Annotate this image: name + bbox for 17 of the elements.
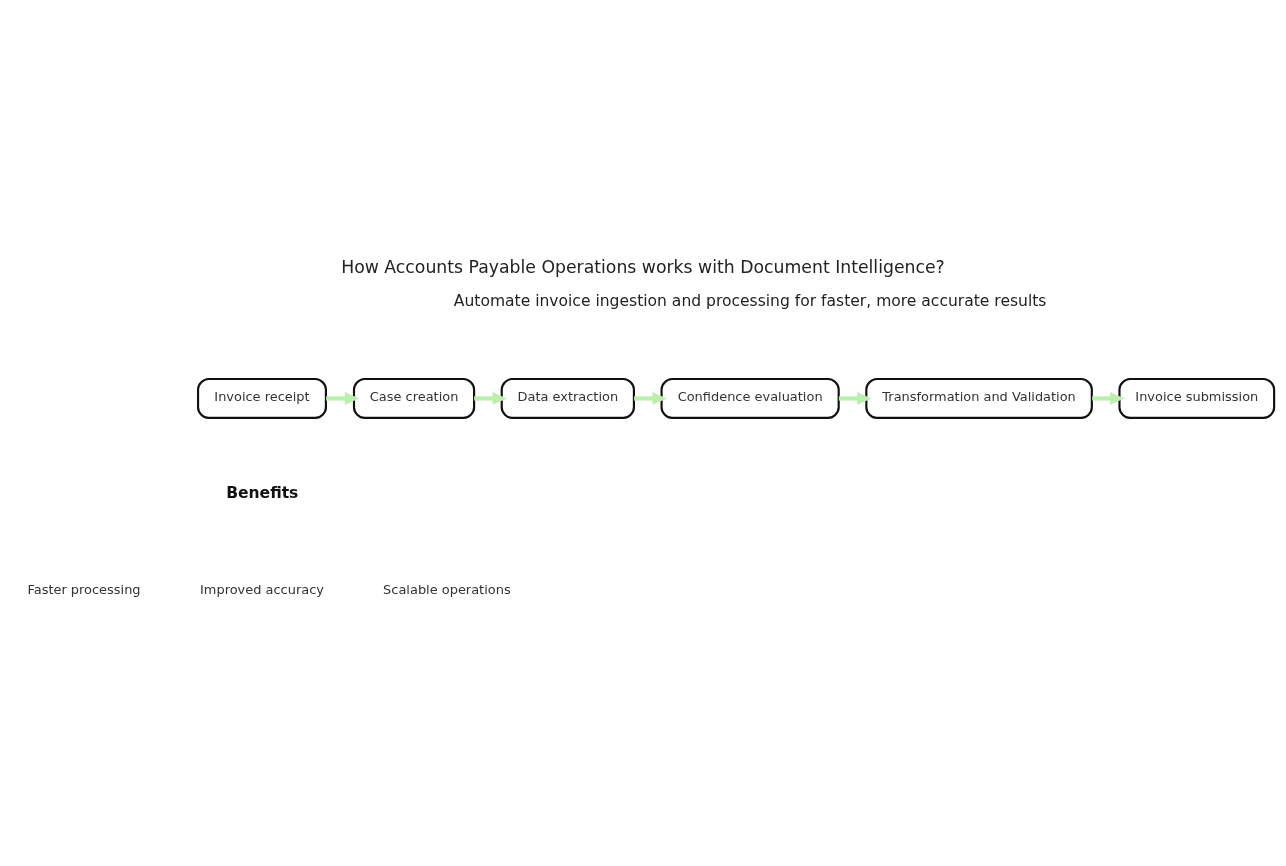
label: Scalable operations bbox=[383, 582, 511, 598]
node-box: Invoice receipt bbox=[197, 377, 327, 419]
node-box: Data extraction bbox=[500, 377, 635, 419]
arrow bbox=[1092, 392, 1125, 405]
arrow bbox=[326, 392, 360, 405]
diagram-title: How Accounts Payable Operations works with Document Intelligence? bbox=[341, 256, 945, 277]
arrow bbox=[838, 392, 872, 405]
arrow bbox=[474, 392, 507, 405]
node-box: Invoice submission bbox=[1118, 377, 1276, 419]
node-box: Case creation bbox=[352, 377, 476, 419]
label: Faster processing bbox=[27, 582, 141, 598]
label: Benefits bbox=[226, 483, 299, 502]
node-box: Confidence evaluation bbox=[660, 377, 840, 419]
arrow bbox=[634, 392, 667, 405]
label: Improved accuracy bbox=[200, 582, 324, 598]
node-box: Transformation and Validation bbox=[865, 377, 1093, 419]
label: Automate invoice ingestion and processing for faster, more accurate results bbox=[453, 291, 1047, 310]
